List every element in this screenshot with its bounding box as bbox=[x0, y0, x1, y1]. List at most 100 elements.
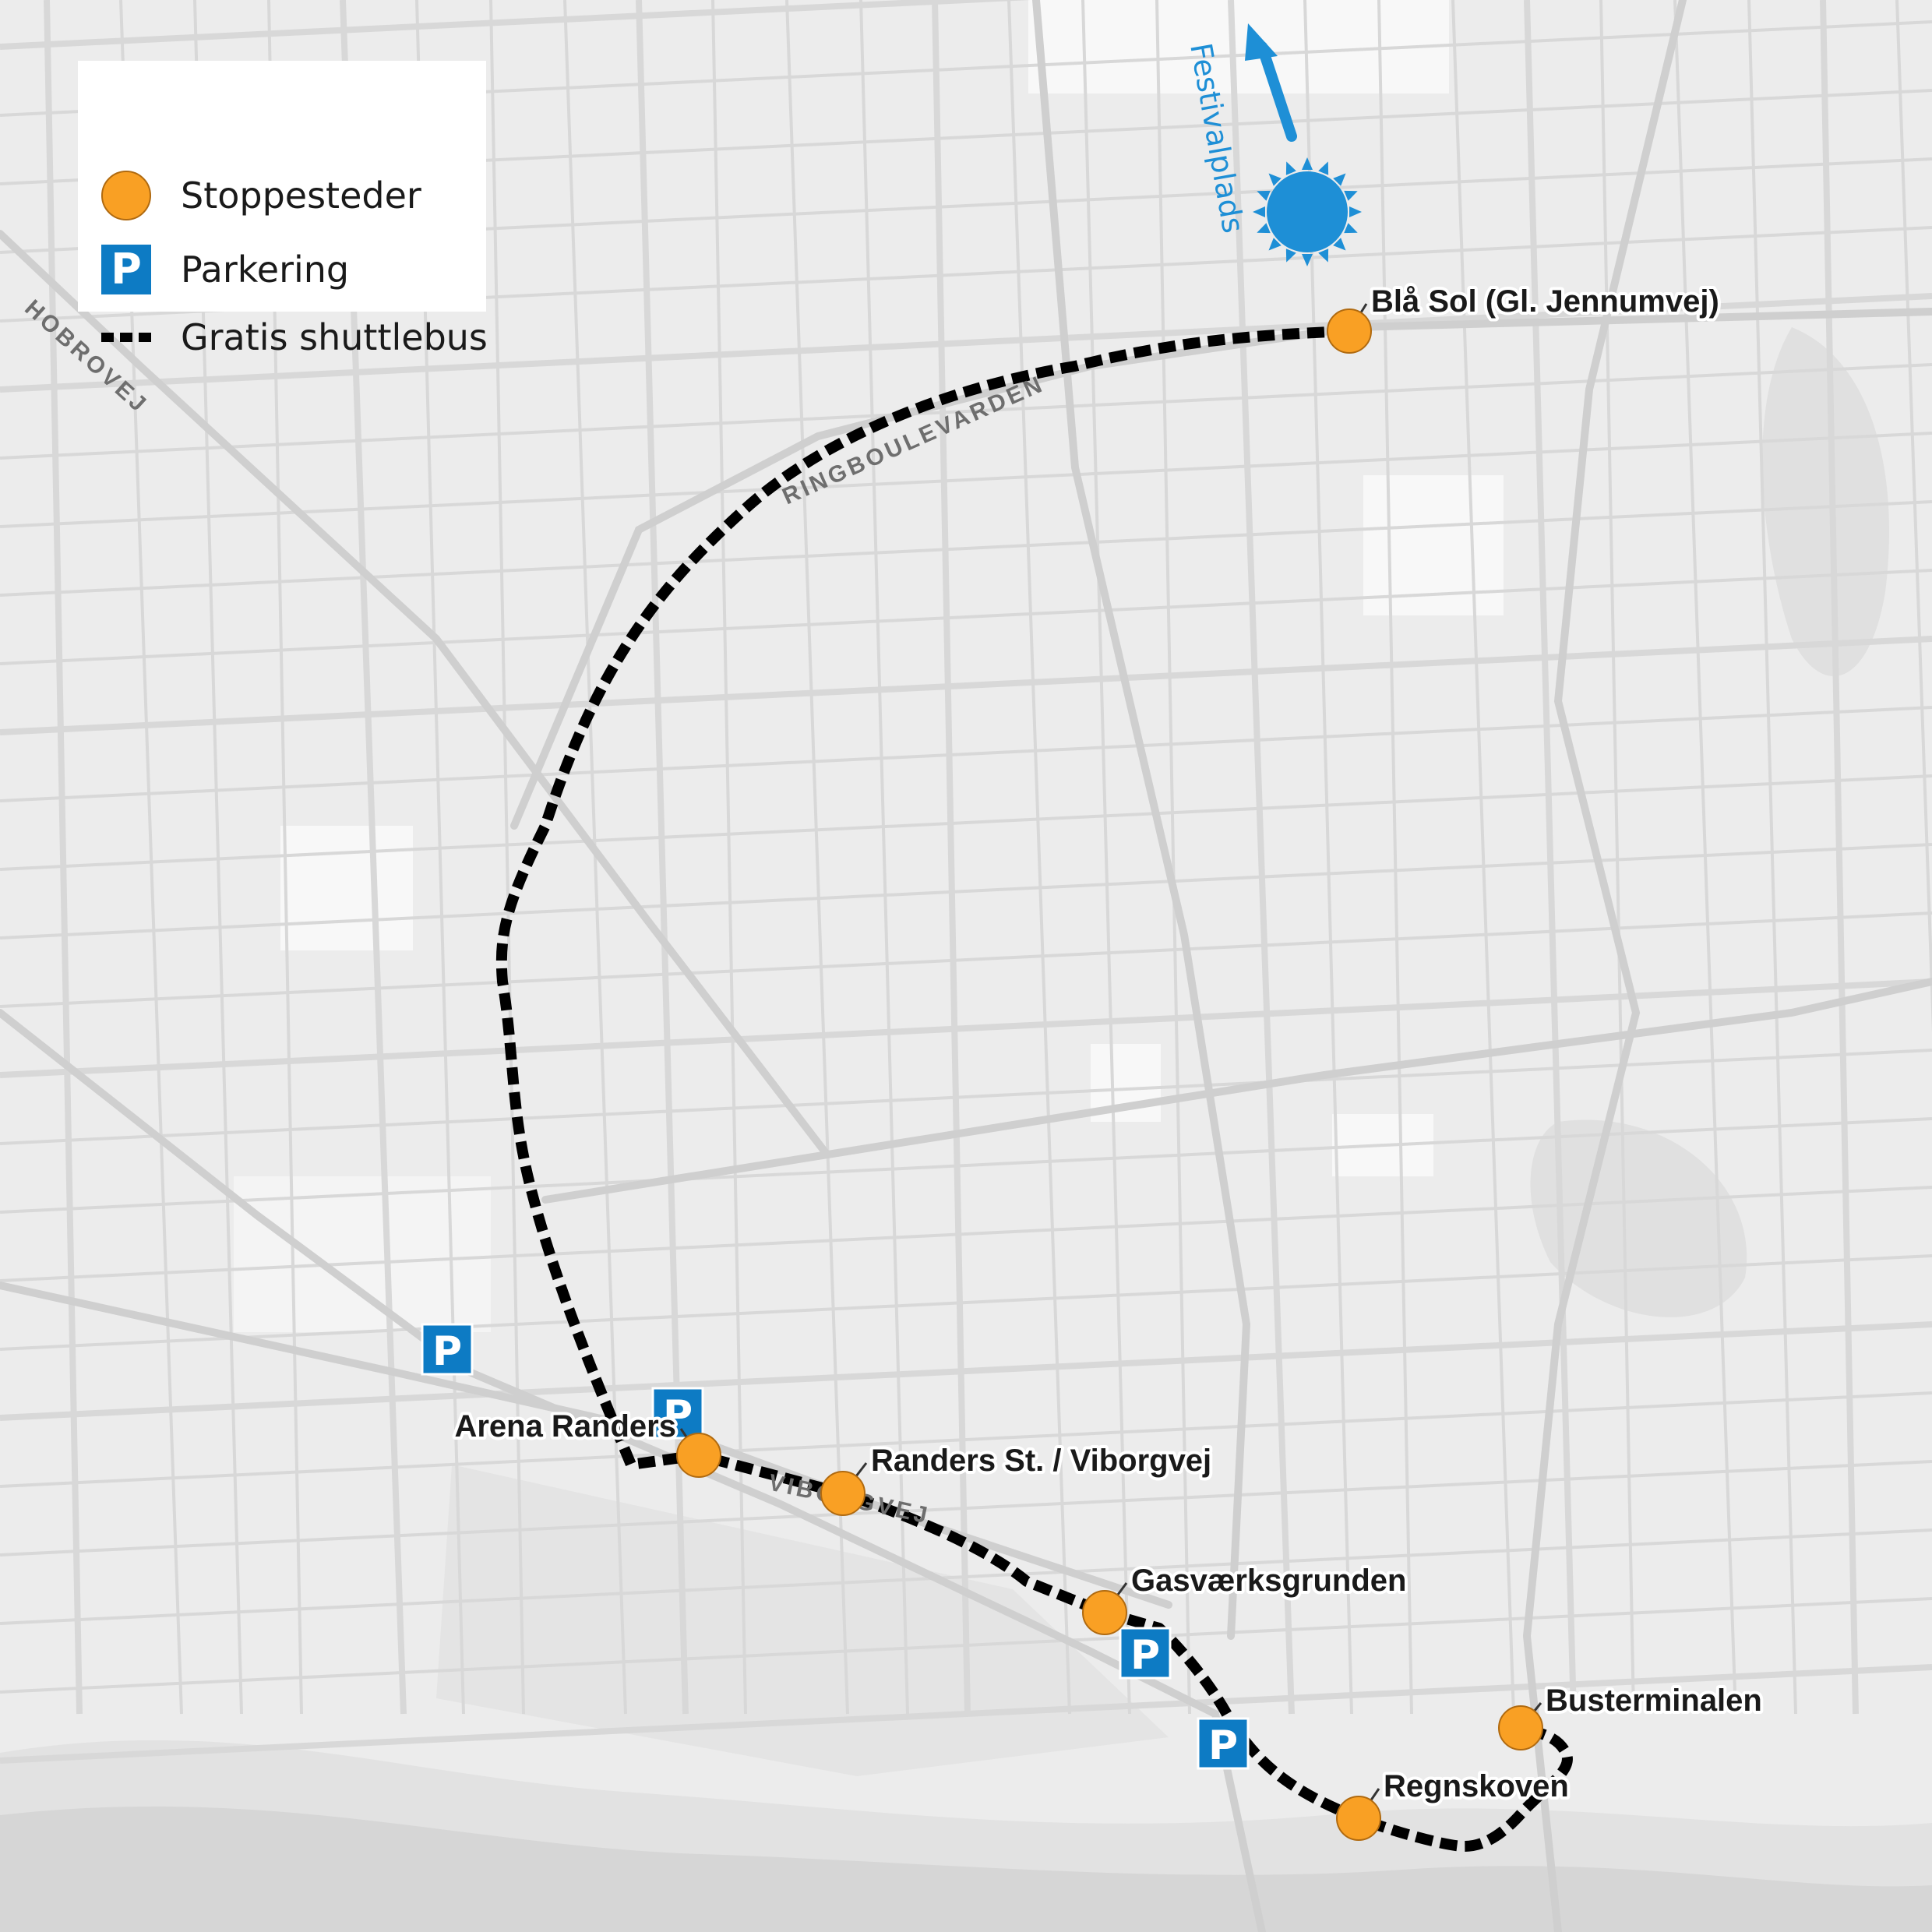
sun-ray bbox=[1268, 238, 1282, 251]
street bbox=[0, 363, 1932, 460]
stop-label: Busterminalen bbox=[1546, 1683, 1762, 1718]
road-north-south bbox=[1032, 0, 1251, 1640]
stop-dot bbox=[1082, 1590, 1127, 1635]
sun-ray bbox=[1257, 223, 1271, 234]
sun-ray bbox=[1344, 223, 1358, 234]
map-legend: Stoppesteder P Parkering Gratis shuttleb… bbox=[78, 61, 488, 358]
street bbox=[0, 500, 1932, 597]
sun-icon bbox=[1253, 157, 1362, 266]
street bbox=[0, 911, 1932, 1008]
stop-marker: Busterminalen bbox=[1498, 1680, 1765, 1750]
street bbox=[0, 774, 1932, 871]
stop-marker: Blå Sol (Gl. Jennumvej) bbox=[1327, 281, 1722, 354]
legend-label-stops: Stoppesteder bbox=[181, 175, 421, 217]
street bbox=[0, 1321, 1932, 1421]
street bbox=[0, 1528, 1932, 1625]
stop-dot bbox=[1336, 1796, 1381, 1841]
sun-ray bbox=[1285, 161, 1296, 175]
sun-ray bbox=[1253, 206, 1265, 217]
road-ringboulevarden bbox=[510, 308, 1932, 830]
legend-row-parking: P Parkering bbox=[101, 242, 349, 297]
street bbox=[0, 1049, 1932, 1145]
legend-label-parking: Parkering bbox=[181, 249, 350, 291]
green-area bbox=[1762, 327, 1889, 676]
street bbox=[0, 636, 1932, 735]
street bbox=[785, 0, 849, 1715]
festival-direction-arrow bbox=[1257, 41, 1297, 142]
stop-marker: Regnskoven bbox=[1336, 1766, 1572, 1841]
street bbox=[1007, 0, 1071, 1715]
stop-markers: Blå Sol (Gl. Jennumvej) Arena RandersRand… bbox=[451, 281, 1765, 1841]
street bbox=[0, 569, 1932, 665]
street bbox=[0, 432, 1932, 528]
road-hobrovej bbox=[0, 230, 830, 1157]
stop-marker: Arena Randers bbox=[451, 1406, 721, 1478]
sun-ray bbox=[1302, 157, 1313, 170]
stop-dot bbox=[676, 1433, 721, 1478]
sun-ray bbox=[1268, 173, 1282, 186]
parking-marker: P bbox=[421, 1323, 474, 1376]
stop-dot bbox=[820, 1471, 866, 1516]
street bbox=[859, 0, 909, 1715]
street bbox=[1820, 0, 1859, 1715]
stop-marker: Gasværksgrunden bbox=[1082, 1560, 1409, 1635]
street bbox=[0, 706, 1932, 802]
street bbox=[0, 1460, 1932, 1557]
street bbox=[0, 0, 1031, 50]
stop-label: Blå Sol (Gl. Jennumvej) bbox=[1371, 284, 1719, 319]
parking-marker: P bbox=[1119, 1627, 1172, 1680]
stop-marker-icon bbox=[101, 171, 151, 220]
street bbox=[0, 843, 1932, 940]
street bbox=[1451, 0, 1515, 1715]
street bbox=[0, 1254, 1932, 1351]
street bbox=[1228, 0, 1295, 1715]
street bbox=[1303, 0, 1353, 1715]
street bbox=[489, 0, 525, 1715]
road-cross bbox=[541, 978, 1932, 1204]
stop-dot bbox=[1498, 1705, 1543, 1750]
festival-arrow-head bbox=[1245, 23, 1278, 61]
street bbox=[932, 0, 971, 1715]
stop-label: Arena Randers bbox=[454, 1409, 676, 1444]
street bbox=[0, 1664, 1932, 1764]
parking-markers: P P P P bbox=[421, 1323, 1250, 1770]
shuttle-bus-route bbox=[495, 326, 1573, 1852]
street bbox=[0, 978, 1932, 1078]
sun-ray bbox=[1349, 206, 1362, 217]
street bbox=[1081, 0, 1131, 1715]
street bbox=[1524, 0, 1577, 1715]
parking-glyph: P bbox=[432, 1328, 462, 1375]
sun-ray bbox=[1318, 161, 1329, 175]
building-block bbox=[234, 1176, 491, 1332]
street bbox=[1377, 0, 1413, 1715]
sun-ray bbox=[1333, 173, 1346, 186]
parking-marker: P bbox=[651, 1387, 704, 1440]
legend-row-stops: Stoppesteder bbox=[101, 168, 421, 223]
parking-glyph: P bbox=[1208, 1722, 1238, 1769]
dashed-line-icon bbox=[101, 333, 151, 342]
stop-label: Gasværksgrunden bbox=[1131, 1564, 1406, 1598]
parking-glyph: P bbox=[1130, 1632, 1160, 1679]
building-block bbox=[280, 826, 413, 950]
road-railway bbox=[0, 1009, 1266, 1932]
street-network bbox=[0, 0, 1932, 1764]
sun-ray bbox=[1344, 190, 1358, 201]
street bbox=[1599, 0, 1635, 1715]
sun-ray bbox=[1302, 254, 1313, 266]
street bbox=[0, 1597, 1932, 1694]
stop-label: Regnskoven bbox=[1384, 1769, 1569, 1803]
street bbox=[1895, 0, 1932, 1033]
river-water bbox=[0, 1806, 1932, 1932]
street bbox=[0, 1391, 1932, 1488]
sun-ray bbox=[1285, 249, 1296, 263]
parking-marker: P bbox=[1197, 1717, 1250, 1770]
sun-ray bbox=[1257, 190, 1271, 201]
stop-label: Randers St. / Viborgvej bbox=[871, 1444, 1211, 1478]
stop-marker: Randers St. / Viborgvej bbox=[820, 1440, 1215, 1516]
stop-dot bbox=[1327, 308, 1372, 354]
sun-ray bbox=[1333, 238, 1346, 251]
legend-label-bus: Gratis shuttlebus bbox=[181, 316, 488, 358]
parking-icon: P bbox=[101, 245, 151, 294]
street bbox=[1747, 0, 1797, 1715]
